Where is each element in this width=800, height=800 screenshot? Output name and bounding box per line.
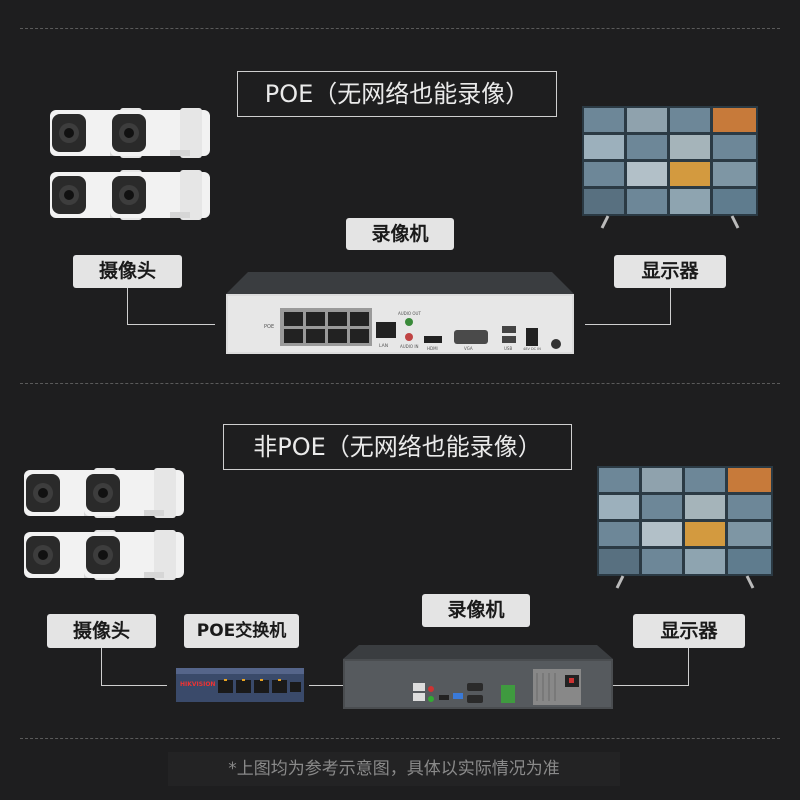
svg-text:AUDIO OUT: AUDIO OUT [398,311,421,316]
svg-text:HDMI: HDMI [427,346,438,351]
display-label-1: 显示器 [614,255,726,288]
svg-text:LAN: LAN [379,343,388,349]
svg-text:HIKVISION: HIKVISION [180,681,215,688]
recorder-label-1: 录像机 [346,218,454,250]
svg-text:USB: USB [504,346,512,351]
connector-camera-1-h [127,324,215,325]
connector-display-1-v [670,288,671,324]
connector-camera-1-v [127,288,128,324]
connector-display-1-h [585,324,671,325]
disclaimer-footer: *上图均为参考示意图，具体以实际情况为准 [168,752,620,786]
separator-middle [20,383,780,384]
separator-bottom [20,738,780,739]
camera-group-1 [50,108,210,220]
switch-label: POE交换机 [184,614,299,648]
connector-display-2-v [688,648,689,685]
connector-display-2-h [612,685,689,686]
svg-text:VGA: VGA [464,346,473,351]
display-label-2: 显示器 [633,614,745,648]
connector-switch-nvr [309,685,343,686]
monitor-1 [582,106,758,229]
camera-label-2: 摄像头 [47,614,156,648]
monitor-2 [597,466,773,589]
section1-title: POE（无网络也能录像） [237,71,557,117]
camera-group-2 [24,468,184,580]
nvr-poe-text: POE [264,324,274,330]
connector-camera-2-v [101,648,102,685]
nvr-poe-device: POE LAN AUDIO OUT AUDIO IN HDMI VGA USB … [226,272,574,354]
camera-label-1: 摄像头 [73,255,182,288]
separator-top [20,28,780,29]
svg-text:48V DC IN: 48V DC IN [523,347,541,351]
nvr-large-device [343,645,613,709]
poe-switch-device: HIKVISION [176,668,304,702]
svg-text:AUDIO IN: AUDIO IN [400,344,419,349]
section2-title: 非POE（无网络也能录像） [223,424,572,470]
connector-camera-2-h [101,685,167,686]
recorder-label-2: 录像机 [422,594,530,627]
